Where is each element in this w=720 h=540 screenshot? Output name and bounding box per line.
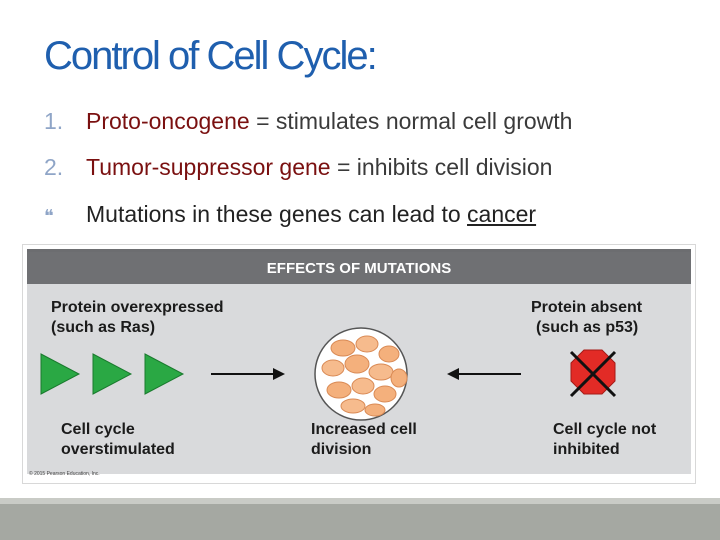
label-line: (such as p53): [536, 319, 639, 336]
label-cell-cycle-not-inhibited: Cell cycle not inhibited: [553, 420, 656, 460]
label-line: Increased cell: [311, 421, 417, 438]
bullet-term: Proto-oncogene: [86, 108, 250, 134]
label-line: Cell cycle not: [553, 421, 657, 438]
bullet-text: = inhibits cell division: [330, 154, 553, 180]
footer-divider: [0, 498, 720, 504]
bullet-number: 2.: [44, 154, 64, 180]
bullet-emphasis: cancer: [467, 201, 537, 227]
footer-bar: [0, 498, 720, 540]
green-triangles-icon: [40, 353, 185, 395]
label-protein-absent: Protein absent (such as p53): [531, 298, 642, 338]
figure-graphics: [40, 327, 617, 421]
figure-panel: EFFECTS OF MUTATIONS Protein overexpress…: [27, 249, 691, 474]
arrow-left-icon: [447, 368, 521, 380]
bullet-text: = stimulates normal cell growth: [249, 108, 573, 134]
bullet-mutations: ❝ Mutations in these genes can lead to ca…: [44, 201, 536, 228]
label-line: overstimulated: [61, 441, 175, 458]
label-line: Protein overexpressed: [51, 299, 224, 316]
bullet-number: 1.: [44, 108, 64, 134]
label-line: inhibited: [553, 441, 620, 458]
figure-header: EFFECTS OF MUTATIONS: [27, 252, 691, 284]
label-line: Protein absent: [531, 299, 643, 316]
copyright-notice: © 2015 Pearson Education, Inc.: [29, 471, 100, 477]
mutation-effects-figure: EFFECTS OF MUTATIONS Protein overexpress…: [22, 244, 696, 484]
label-increased-cell-division: Increased cell division: [311, 420, 417, 460]
bullet-term: Tumor-suppressor gene: [86, 154, 331, 180]
bullet-tumor-suppressor: 2. Tumor-suppressor gene = inhibits cell …: [44, 154, 552, 181]
bullet-text: Mutations in these genes can lead to: [86, 201, 468, 227]
label-protein-overexpressed: Protein overexpressed (such as Ras): [51, 298, 224, 338]
arrow-right-icon: [211, 368, 285, 380]
bullet-flag-icon: ❝: [44, 206, 54, 226]
label-line: (such as Ras): [51, 319, 156, 336]
cell-cluster-icon: [314, 327, 408, 421]
label-line: Cell cycle: [61, 421, 135, 438]
bullet-proto-oncogene: 1. Proto-oncogene = stimulates normal cel…: [44, 108, 572, 135]
stop-sign-x-icon: [569, 349, 617, 398]
label-line: division: [311, 441, 372, 458]
slide-title: Control of Cell Cycle:: [44, 34, 378, 78]
label-cell-cycle-overstimulated: Cell cycle overstimulated: [61, 420, 175, 460]
